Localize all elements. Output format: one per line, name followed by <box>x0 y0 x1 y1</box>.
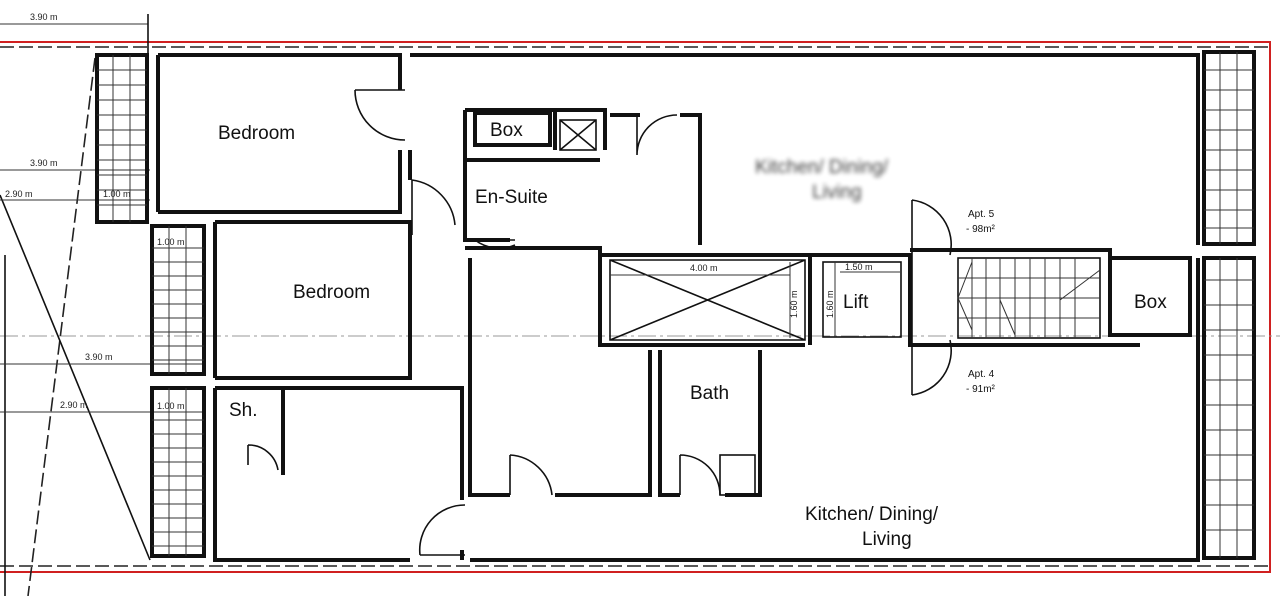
dim-top-width: 3.90 m <box>30 12 58 22</box>
room-kitchen-top-line1: Kitchen/ Dining/ <box>755 157 889 178</box>
dim-upper-width: 3.90 m <box>30 158 58 168</box>
dim-balcony-mid: 1.00 m <box>157 237 185 247</box>
room-kitchen-bottom-line1: Kitchen/ Dining/ <box>805 504 939 525</box>
room-kitchen-top: Kitchen/ Dining/ Living <box>755 157 889 203</box>
balcony-right-top <box>1202 50 1256 246</box>
dim-lower-offset: 2.90 m <box>60 400 88 410</box>
site-boundary <box>0 41 1271 573</box>
balcony-left-top <box>95 53 149 224</box>
room-shower: Sh. <box>229 400 258 421</box>
staircase <box>957 257 1101 339</box>
diagonal-line <box>0 194 151 561</box>
room-kitchen-bottom-line2: Living <box>862 529 912 550</box>
apt4-name: Apt. 4 <box>968 369 995 380</box>
dim-upper-offset: 2.90 m <box>5 189 33 199</box>
dim-balcony-low: 1.00 m <box>157 401 185 411</box>
room-box-top: Box <box>490 120 523 141</box>
dim-lift-width: 1.50 m <box>845 262 873 272</box>
lift-shaft <box>822 261 902 338</box>
walls <box>156 53 1200 562</box>
balcony-left-low <box>150 386 206 558</box>
dim-shaft-depth: 1.60 m <box>789 290 799 318</box>
balcony-right-low <box>1202 256 1256 560</box>
diagonal-line <box>27 57 96 596</box>
room-lift: Lift <box>843 292 869 313</box>
balcony-left-mid <box>150 224 206 376</box>
room-bath: Bath <box>690 383 729 404</box>
room-bedroom-top: Bedroom <box>218 123 295 144</box>
dim-balcony-top: 1.00 m <box>103 189 131 199</box>
room-en-suite: En-Suite <box>475 187 548 208</box>
dim-lift-depth: 1.60 m <box>825 290 835 318</box>
apt5-area: - 98m² <box>966 224 996 235</box>
room-box-right: Box <box>1134 292 1167 313</box>
dim-shaft-length: 4.00 m <box>690 263 718 273</box>
dim-lower-width: 3.90 m <box>85 352 113 362</box>
apt4-area: - 91m² <box>966 384 996 395</box>
doors <box>247 89 953 556</box>
room-bedroom-mid: Bedroom <box>293 282 370 303</box>
void-shaft <box>609 259 806 341</box>
room-kitchen-top-line2: Living <box>812 182 862 203</box>
apt5-name: Apt. 5 <box>968 209 995 220</box>
